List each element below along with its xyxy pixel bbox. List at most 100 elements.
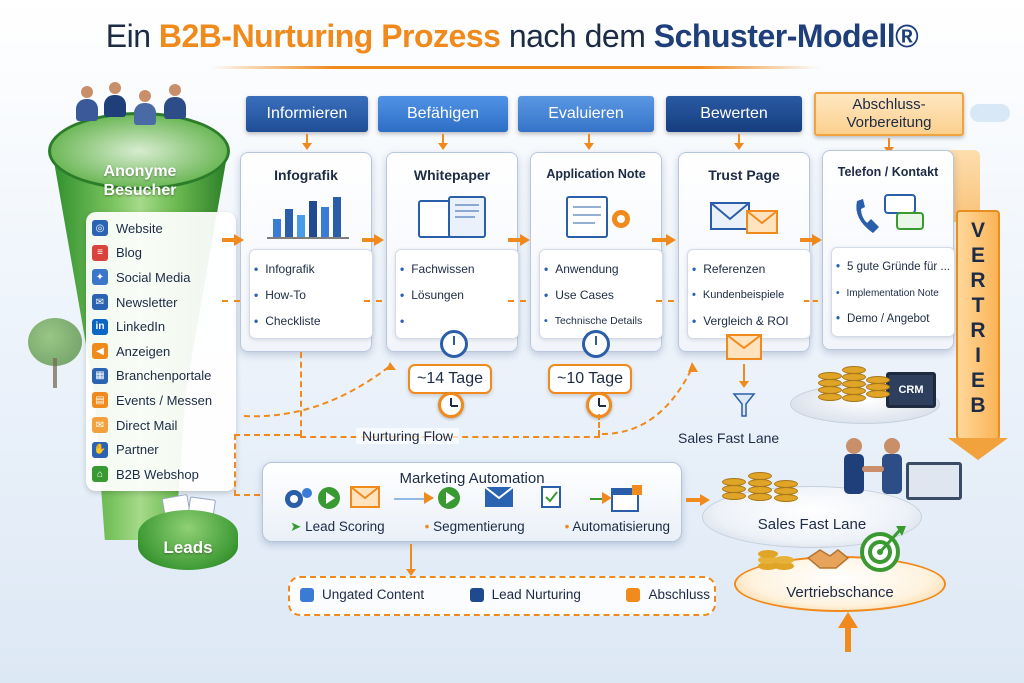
source-label: Events / Messen bbox=[116, 392, 213, 408]
card-list: Anwendung Use Cases Technische Details bbox=[539, 249, 663, 339]
source-label: Blog bbox=[116, 245, 143, 261]
ma-label-segmentierung: • Segmentierung bbox=[424, 519, 525, 534]
vertrieb-letter: V bbox=[970, 219, 985, 242]
vertrieb-letter: B bbox=[970, 394, 986, 417]
vertrieb-letter: E bbox=[970, 369, 985, 392]
filter-icon bbox=[732, 393, 756, 417]
card-trust-page: Trust Page Referenzen Kundenbeispiele Ve… bbox=[678, 152, 811, 352]
vertrieb-box bbox=[956, 210, 1000, 440]
dashed-arrow bbox=[508, 300, 526, 302]
legend: Ungated Content Lead Nurturing Abschluss bbox=[300, 587, 710, 602]
blog-icon: ≡ bbox=[92, 244, 108, 261]
arrow-down bbox=[302, 134, 312, 150]
ma-label-automatisierung: • Automatisierung bbox=[564, 519, 670, 534]
arrow-up-stem bbox=[845, 626, 851, 652]
coins-icon bbox=[758, 550, 794, 570]
legend-swatch bbox=[469, 587, 484, 602]
phase-abschluss-line1: Abschluss- bbox=[852, 96, 926, 113]
arrow-right bbox=[800, 234, 822, 246]
card-infografik: Infografik Infografik How-To Checkliste bbox=[240, 152, 373, 352]
source-item: ≡ Blog bbox=[92, 241, 230, 266]
curved-dashed-arrow bbox=[243, 362, 396, 418]
phase-befaehigen: Befähigen bbox=[378, 96, 508, 132]
phase-informieren: Informieren bbox=[246, 96, 368, 132]
dashed-arrow bbox=[222, 300, 240, 302]
megaphone-icon: ◀ bbox=[92, 343, 108, 360]
calendar-icon bbox=[611, 485, 642, 512]
duration-badge: ~14 Tage bbox=[408, 364, 492, 394]
card-list-item: Vergleich & ROI bbox=[692, 308, 806, 334]
document-gear-icon bbox=[566, 196, 630, 238]
laptop-icon bbox=[906, 462, 962, 500]
handshake-icon bbox=[806, 549, 850, 569]
card-list-item: Infografik bbox=[254, 256, 368, 282]
vertrieb-letter: T bbox=[971, 294, 985, 317]
dashed-arrow bbox=[656, 300, 674, 302]
legend-swatch bbox=[626, 587, 641, 602]
source-label: LinkedIn bbox=[116, 319, 166, 335]
card-title: Whitepaper bbox=[413, 167, 491, 183]
vertrieb-letter: I bbox=[975, 344, 981, 367]
source-list: ◎Website ≡Blog ✦Social Media ✉Newsletter… bbox=[86, 212, 236, 491]
source-label: Newsletter bbox=[116, 294, 178, 310]
vertrieb-letter: R bbox=[970, 319, 986, 342]
phase-abschluss: Abschluss- Vorbereitung bbox=[814, 92, 964, 136]
social-icon: ✦ bbox=[92, 269, 108, 286]
envelope-icon bbox=[350, 486, 380, 508]
target-icon bbox=[860, 526, 906, 572]
card-list: Infografik How-To Checkliste bbox=[249, 249, 373, 339]
card-list-item: Implementation Note bbox=[836, 280, 950, 306]
card-telefon-kontakt: Telefon / Kontakt 5 gute Gründe für ... … bbox=[822, 150, 955, 350]
mail-icon bbox=[484, 486, 514, 507]
card-list-item: Anwendung bbox=[544, 256, 658, 282]
arrow-down bbox=[739, 364, 749, 388]
arrow-down bbox=[406, 544, 416, 576]
source-item: ✦ Social Media bbox=[92, 265, 230, 290]
source-item: ▦ Branchenportale bbox=[92, 364, 230, 389]
clock-icon bbox=[438, 392, 464, 418]
card-list-item: 5 gute Gründe für ... bbox=[836, 254, 950, 280]
card-list: Fachwissen Lösungen bbox=[395, 249, 519, 339]
gears-icon bbox=[285, 488, 312, 508]
envelope-icon bbox=[726, 334, 762, 360]
whitepaper-icon bbox=[418, 196, 486, 238]
arrow-right bbox=[652, 234, 676, 246]
card-list: Referenzen Kundenbeispiele Vergleich & R… bbox=[687, 249, 811, 339]
nurturing-flow-label: Nurturing Flow bbox=[356, 428, 460, 444]
envelopes-icon bbox=[710, 202, 778, 234]
dashed-line bbox=[234, 434, 236, 496]
card-list-item: Fachwissen bbox=[400, 256, 514, 282]
source-item: ✋Partner bbox=[92, 437, 230, 462]
visitor-people-icon bbox=[70, 82, 210, 132]
leads-label: Leads bbox=[163, 538, 213, 557]
cloud-decoration bbox=[970, 104, 1010, 122]
card-list-item: Use Cases bbox=[544, 282, 658, 308]
funnel-label-line1: Anonyme bbox=[103, 163, 177, 180]
card-list-item: Demo / Angebot bbox=[836, 306, 950, 332]
source-label: Social Media bbox=[116, 269, 191, 285]
marketing-automation-labels: ➤ Lead Scoring • Segmentierung • Automat… bbox=[290, 519, 670, 535]
vertriebschance-label: Vertriebschance bbox=[786, 584, 894, 601]
card-list-item: Technische Details bbox=[544, 308, 658, 334]
phase-abschluss-line2: Vorbereitung bbox=[846, 114, 932, 131]
card-application-note: Application Note Anwendung Use Cases Tec… bbox=[530, 152, 663, 352]
stopwatch-icon bbox=[440, 330, 468, 358]
arrow-right bbox=[394, 492, 434, 504]
legend-item: Ungated Content bbox=[300, 587, 424, 602]
source-label: Direct Mail bbox=[116, 417, 178, 433]
sales-fast-lane-upper-label: Sales Fast Lane bbox=[678, 430, 780, 446]
source-item: ✉ Direct Mail bbox=[92, 413, 230, 438]
checklist-icon bbox=[541, 486, 561, 508]
card-whitepaper: Whitepaper Fachwissen Lösungen bbox=[386, 152, 519, 352]
arrow-down bbox=[438, 134, 448, 150]
portal-icon: ▦ bbox=[92, 367, 108, 384]
source-item: ✉Newsletter bbox=[92, 290, 230, 315]
leads-base bbox=[138, 510, 238, 570]
envelope-icon: ✉ bbox=[92, 417, 108, 434]
arrow-right bbox=[508, 234, 530, 246]
business-handshake-icon bbox=[844, 438, 902, 494]
dashed-line bbox=[598, 414, 600, 436]
source-label: Branchenportale bbox=[116, 368, 212, 384]
title-highlight: B2B-Nurturing Prozess bbox=[158, 18, 501, 54]
